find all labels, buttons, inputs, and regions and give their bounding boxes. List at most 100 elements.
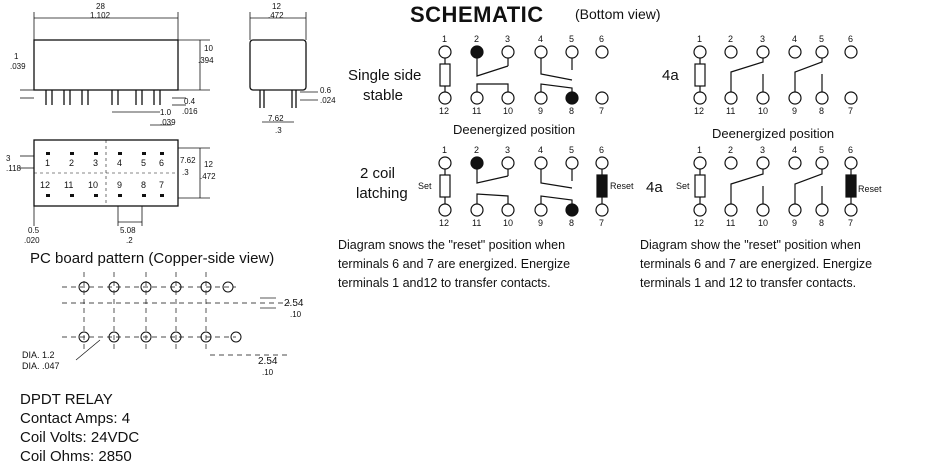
s4-pin-4: 4 (792, 145, 798, 155)
note-right-line-1: Diagram show the "reset" position when (640, 238, 861, 252)
s3-pin-1: 1 (442, 145, 448, 155)
bottom-pin-5: 5 (141, 158, 147, 168)
note-right: Diagram show the "reset" position when t… (640, 236, 872, 293)
s2-pin-9: 9 (792, 106, 798, 116)
schematic-title: SCHEMATIC (410, 2, 544, 27)
note-right-line-3: terminals 1 and 12 to transfer contacts. (640, 276, 857, 290)
dim-pin-offset-in: .118 (6, 164, 21, 173)
s3-pin-3: 3 (505, 145, 511, 155)
s1-pin-7: 7 (599, 106, 605, 116)
s3-pin-6: 6 (599, 145, 605, 155)
note-right-line-2: terminals 6 and 7 are energized. Energiz… (640, 257, 873, 271)
bottom-pin-3: 3 (93, 158, 99, 168)
s4-pin-3: 3 (760, 145, 766, 155)
dim-side-height-mm: 1 (14, 52, 19, 61)
s4-pin-2: 2 (728, 145, 734, 155)
s3-pin-11: 11 (472, 218, 482, 228)
dim-width-mm: 12 (272, 2, 281, 11)
schematic-latching-4a (693, 156, 858, 217)
s4-pin-1: 1 (697, 145, 703, 155)
s1-pin-9: 9 (538, 106, 544, 116)
spec-coil-ohms: Coil Ohms: 2850 (20, 448, 132, 465)
dim-length-in: 1.102 (90, 11, 111, 20)
bottom-pin-12: 12 (40, 180, 51, 190)
s2-pin-3: 3 (760, 34, 766, 44)
pcb-pitch2-in: .10 (262, 368, 274, 377)
dim-edge-in: .020 (24, 236, 40, 245)
note-left-line-1: Diagram snows the "reset" position when (338, 238, 566, 252)
s3-pin-7: 7 (599, 218, 605, 228)
dim-pitch-mm: 5.08 (120, 226, 136, 235)
s2-pin-8: 8 (819, 106, 825, 116)
reset-label-right: Reset (858, 184, 882, 194)
bottom-pin-8: 8 (141, 180, 147, 190)
bottom-pin-11: 11 (64, 180, 74, 190)
row1-label-1: Single side (348, 67, 422, 84)
set-label-left: Set (418, 181, 432, 191)
s2-pin-5: 5 (819, 34, 825, 44)
bottom-pin-4: 4 (117, 158, 123, 168)
right-label-4a-top: 4a (662, 67, 679, 84)
row1-label-2: stable (363, 87, 404, 104)
s4-pin-8: 8 (819, 218, 825, 228)
bottom-pin-6: 6 (159, 158, 165, 168)
dim-row-spacing-in: .3 (275, 126, 282, 135)
pcb-dia-mm: DIA. 1.2 (22, 350, 55, 360)
dim-bottom-row-mm: 7.62 (180, 156, 196, 165)
bottom-view-pins (46, 152, 164, 197)
pcb-pattern (62, 272, 290, 361)
note-left-line-2: terminals 6 and 7 are energized. Energiz… (338, 257, 571, 271)
bottom-pin-1: 1 (45, 158, 51, 168)
set-label-right: Set (676, 181, 690, 191)
pcb-title: PC board pattern (Copper-side view) (30, 250, 275, 267)
dim-pin-offset-mm: 3 (6, 154, 11, 163)
bottom-pin-7: 7 (159, 180, 165, 190)
s1-pin-5: 5 (569, 34, 575, 44)
schematic-single-side (438, 45, 609, 105)
bottom-pin-9: 9 (117, 180, 123, 190)
s3-pin-12: 12 (439, 218, 450, 228)
s1-pin-8: 8 (569, 106, 575, 116)
s3-pin-5: 5 (569, 145, 575, 155)
s1-pin-12: 12 (439, 106, 450, 116)
dim-row-spacing-mm: 7.62 (268, 114, 284, 123)
dim-pin-thick-mm: 0.6 (320, 86, 332, 95)
caption-deenergized-right: Deenergized position (712, 126, 835, 141)
caption-deenergized-left: Deenergized position (453, 122, 576, 137)
s2-pin-6: 6 (848, 34, 854, 44)
row2-label-2: latching (356, 185, 408, 202)
s1-pin-2: 2 (474, 34, 480, 44)
pcb-pitch2-mm: 2.54 (258, 356, 278, 367)
relay-side-view (249, 12, 318, 123)
dim-pin-len-mm: 0.4 (184, 97, 196, 106)
spec-coil-volts: Coil Volts: 24VDC (20, 429, 140, 446)
dim-pin-spacing-mm: 1.0 (160, 108, 172, 117)
bottom-pin-2: 2 (69, 158, 75, 168)
schematic-single-side-4a (693, 45, 858, 105)
bottom-pin-10: 10 (88, 180, 99, 190)
s3-pin-4: 4 (538, 145, 544, 155)
s3-pin-8: 8 (569, 218, 575, 228)
s1-pin-10: 10 (503, 106, 514, 116)
row2-label-1: 2 coil (360, 165, 396, 182)
s1-pin-1: 1 (442, 34, 448, 44)
dim-pin-thick-in: .024 (320, 96, 336, 105)
dim-pitch-in: .2 (126, 236, 133, 245)
s1-pin-6: 6 (599, 34, 605, 44)
reset-label-left: Reset (610, 181, 634, 191)
schematic-subtitle: (Bottom view) (575, 6, 661, 22)
s4-pin-10: 10 (758, 218, 769, 228)
s3-pin-9: 9 (538, 218, 544, 228)
s1-pin-3: 3 (505, 34, 511, 44)
spec-contact-amps: Contact Amps: 4 (20, 410, 131, 427)
s4-pin-5: 5 (819, 145, 825, 155)
dim-length-mm: 28 (96, 2, 105, 11)
dim-bottom-width-in: .472 (200, 172, 216, 181)
dim-width-in: .472 (268, 11, 284, 20)
s2-pin-10: 10 (758, 106, 769, 116)
dim-bottom-row-in: .3 (182, 168, 189, 177)
s2-pin-1: 1 (697, 34, 703, 44)
s4-pin-11: 11 (726, 218, 736, 228)
relay-bottom-view (20, 139, 210, 226)
